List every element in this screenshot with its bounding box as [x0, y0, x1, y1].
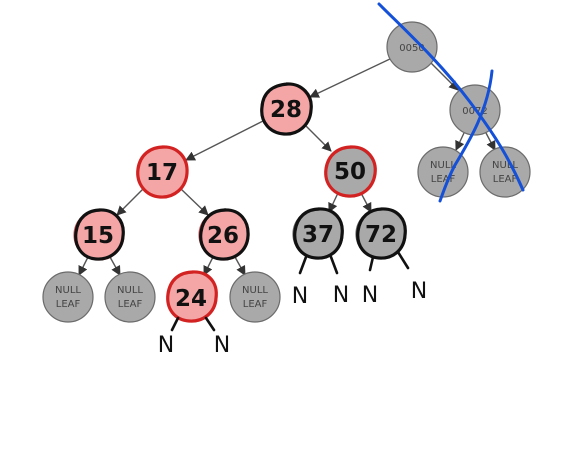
edge-15-nullright [109, 256, 121, 276]
n-marker: N [292, 284, 308, 309]
edge-root-0072 [429, 61, 459, 91]
edge-28-17 [185, 119, 266, 161]
n-marker: N [158, 333, 174, 358]
node-17-label: 17 [146, 160, 178, 186]
blue-cross-out [377, 2, 525, 203]
node-0072-label: 0072 [462, 106, 487, 117]
node-24: 24 [166, 270, 218, 323]
null-leaf-15-right: NULL LEAF [104, 271, 156, 323]
edge-0072-nullleft [455, 132, 465, 151]
node-15: 15 [73, 208, 125, 261]
node-root-label: 0050 [399, 43, 424, 54]
null-text-1: NULL [430, 160, 456, 171]
handwritten-null-markers: N N N N N N [158, 250, 427, 358]
node-26: 26 [198, 208, 250, 261]
n-marker: N [333, 283, 349, 308]
node-28-label: 28 [270, 97, 302, 123]
edge-root-28 [309, 57, 393, 98]
node-72: 72 [355, 207, 407, 260]
null-leaf-0072-left: NULL LEAF [417, 146, 469, 198]
n-marker: N [411, 279, 427, 304]
null-text-2: LEAF [431, 174, 456, 185]
node-72-label: 72 [365, 222, 397, 248]
node-15-label: 15 [82, 223, 114, 249]
null-text-2: LEAF [56, 299, 81, 310]
node-50-label: 50 [334, 159, 366, 185]
null-text-1: NULL [55, 285, 81, 296]
node-37: 37 [292, 207, 344, 260]
edge-17-15 [116, 188, 144, 216]
edge-17-26 [180, 188, 209, 216]
tree-edges [78, 57, 496, 276]
edge-28-50 [304, 124, 332, 152]
node-50: 50 [324, 145, 377, 198]
node-37-label: 37 [302, 222, 334, 248]
null-text-1: NULL [117, 285, 143, 296]
edge-26-null [234, 256, 246, 276]
node-17: 17 [136, 145, 189, 199]
n-marker: N [214, 333, 230, 358]
node-26-label: 26 [207, 223, 239, 249]
null-text-1: NULL [492, 160, 518, 171]
null-text-2: LEAF [493, 174, 518, 185]
null-text-2: LEAF [118, 299, 143, 310]
null-leaf-0072-right: NULL LEAF [479, 146, 531, 198]
node-root: 0050 [386, 21, 438, 73]
null-text-2: LEAF [243, 299, 268, 310]
n-marker: N [362, 283, 378, 308]
node-28: 28 [260, 82, 313, 136]
null-leaf-26-right: NULL LEAF [229, 271, 281, 323]
edge-26-24 [203, 256, 214, 276]
edge-15-nullleft [78, 256, 89, 276]
edge-0072-nullright [485, 132, 496, 151]
null-leaf-15-left: NULL LEAF [42, 271, 94, 323]
edge-50-72 [360, 192, 372, 213]
edge-50-37 [328, 192, 339, 213]
node-24-label: 24 [175, 286, 207, 312]
null-text-1: NULL [242, 285, 268, 296]
